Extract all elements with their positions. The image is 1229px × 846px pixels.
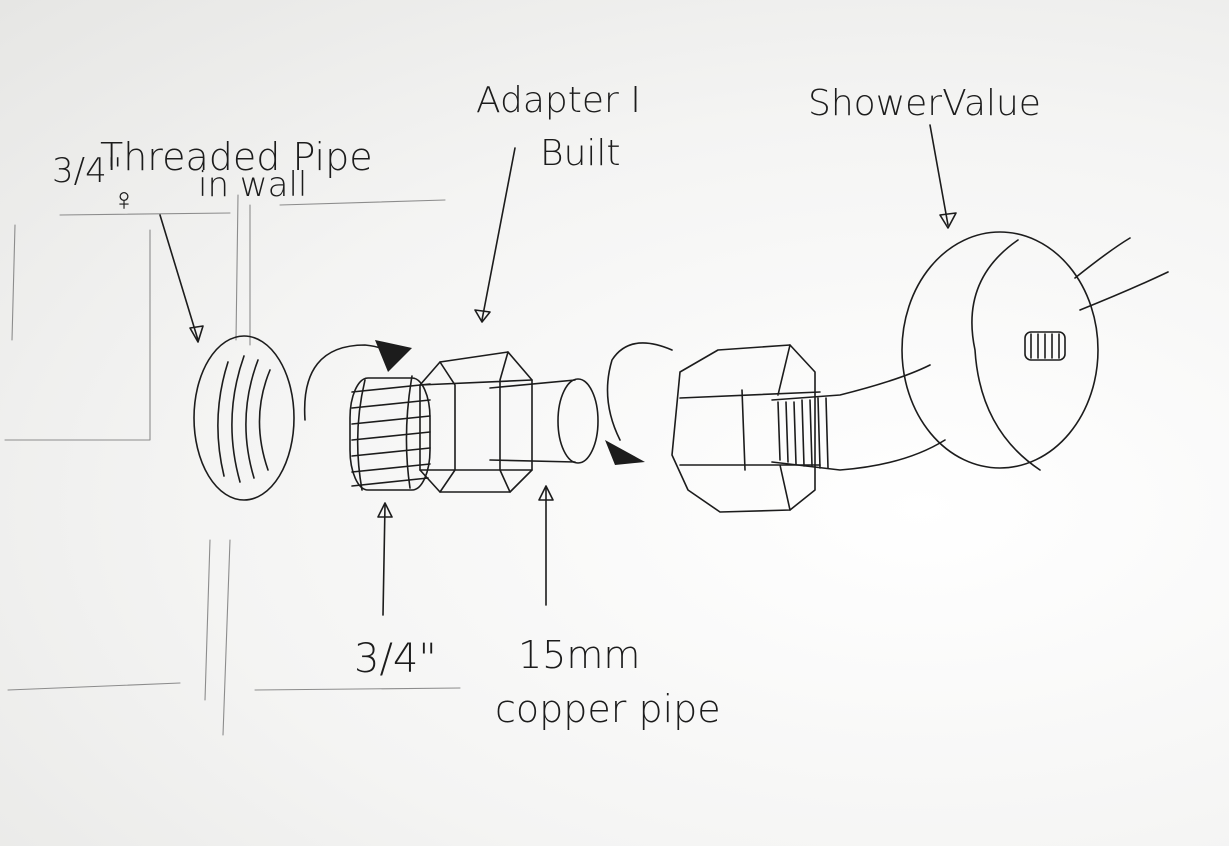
shower-valve-thread	[771, 364, 946, 471]
label-adapter-line1: Adapter I	[476, 80, 641, 121]
shower-valve-nut	[671, 344, 821, 513]
shower-valve-body	[901, 231, 1169, 471]
label-copper-line1: 15mm	[518, 633, 640, 677]
label-fitting-size: 3/4"	[354, 636, 437, 682]
label-adapter: Adapter I Built	[476, 80, 641, 174]
adapter-hex-nut	[419, 351, 533, 493]
wall-tile-lines	[4, 194, 461, 736]
label-threaded-pipe-text: Threaded Pipe	[100, 135, 373, 179]
label-shower-valve: ShowerValue	[808, 83, 1041, 124]
label-in-wall: in wall	[198, 165, 307, 205]
label-copper-pipe: 15mm copper pipe	[495, 633, 721, 731]
label-copper-line2: copper pipe	[495, 687, 721, 731]
label-pipe-size: 3/4"	[52, 151, 122, 191]
copper-pipe-stub	[489, 378, 599, 464]
curved-arrow-icon	[303, 340, 412, 421]
wall-pipe-end	[193, 335, 295, 501]
pointer-arrow-icon	[159, 124, 957, 616]
female-symbol: ♀	[112, 180, 136, 218]
label-adapter-line2: Built	[540, 133, 621, 174]
label-threaded-pipe: 3/4" Threaded Pipe ♀ in wall	[52, 135, 373, 218]
adapter-thread-section	[349, 375, 431, 491]
curved-arrow-icon	[605, 342, 673, 465]
